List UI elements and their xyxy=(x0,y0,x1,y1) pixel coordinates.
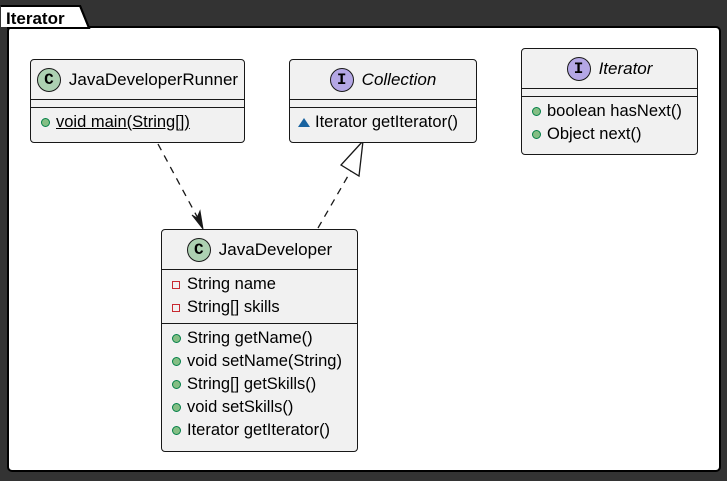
class-header: C JavaDeveloper xyxy=(162,230,357,269)
method-signature: String getName() xyxy=(187,329,313,347)
private-visibility-icon xyxy=(170,303,182,312)
method-row: boolean hasNext() xyxy=(522,100,697,123)
class-java-developer-runner[interactable]: C JavaDeveloperRunner void main(String[]… xyxy=(30,59,245,143)
public-visibility-icon xyxy=(170,380,182,389)
class-stereotype-icon: C xyxy=(36,67,61,92)
public-visibility-icon xyxy=(39,118,51,127)
interface-name: Iterator xyxy=(598,58,653,78)
method-signature: String[] getSkills() xyxy=(187,375,317,393)
package-name: Iterator xyxy=(6,9,65,28)
method-row: void setSkills() xyxy=(162,396,357,419)
public-visibility-icon xyxy=(530,107,542,116)
method-row: String[] getSkills() xyxy=(162,373,357,396)
class-name: JavaDeveloperRunner xyxy=(68,69,239,89)
class-stereotype-icon: C xyxy=(186,237,211,262)
method-row: Iterator getIterator() xyxy=(290,111,476,134)
method-row: Object next() xyxy=(522,123,697,146)
interface-stereotype-icon: I xyxy=(329,67,354,92)
method-row: void main(String[]) xyxy=(31,111,244,134)
class-java-developer[interactable]: C JavaDeveloper String name String[] ski… xyxy=(161,229,358,452)
method-signature: Object next() xyxy=(547,125,642,143)
field-row: String[] skills xyxy=(162,296,357,319)
method-signature: void setSkills() xyxy=(187,398,294,416)
public-visibility-icon xyxy=(170,426,182,435)
public-visibility-icon xyxy=(170,403,182,412)
class-header: I Iterator xyxy=(522,49,697,88)
public-visibility-icon xyxy=(170,357,182,366)
public-visibility-icon xyxy=(170,334,182,343)
method-signature: void setName(String) xyxy=(187,352,342,370)
method-row: Iterator getIterator() xyxy=(162,419,357,442)
method-row: String getName() xyxy=(162,327,357,350)
field-signature: String[] skills xyxy=(187,298,280,316)
method-signature: void main(String[]) xyxy=(56,113,190,131)
class-header: C JavaDeveloperRunner xyxy=(31,60,244,99)
interface-stereotype-icon: I xyxy=(566,56,591,81)
class-header: I Collection xyxy=(290,60,476,99)
public-visibility-icon xyxy=(530,130,542,139)
interface-iterator[interactable]: I Iterator boolean hasNext() Object next… xyxy=(521,48,698,155)
method-signature: boolean hasNext() xyxy=(547,102,682,120)
method-signature: Iterator getIterator() xyxy=(315,113,459,131)
method-row: void setName(String) xyxy=(162,350,357,373)
class-name: JavaDeveloper xyxy=(218,239,333,259)
private-visibility-icon xyxy=(170,280,182,289)
method-signature: Iterator getIterator() xyxy=(187,421,331,439)
field-signature: String name xyxy=(187,275,276,293)
interface-name: Collection xyxy=(361,69,437,89)
field-row: String name xyxy=(162,273,357,296)
interface-collection[interactable]: I Collection Iterator getIterator() xyxy=(289,59,477,143)
package-visibility-icon xyxy=(298,118,310,127)
